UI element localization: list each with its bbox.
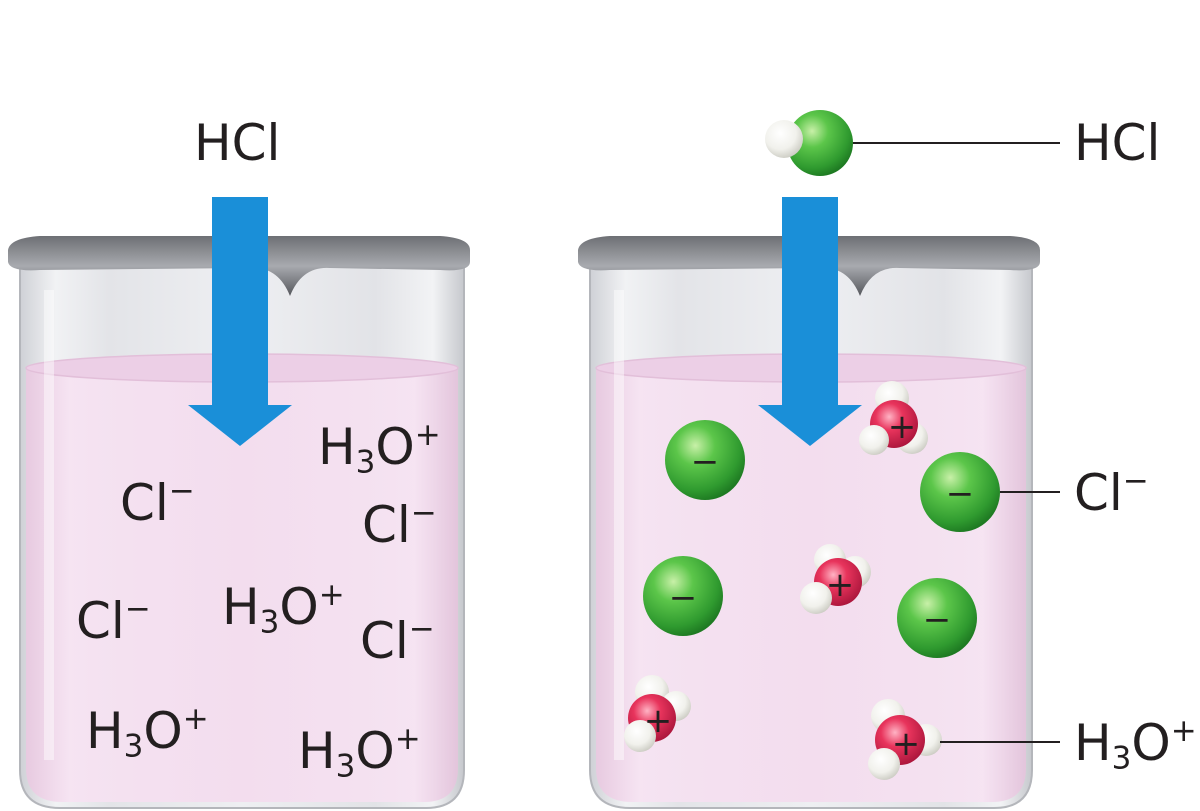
down-arrow-head — [758, 405, 862, 446]
positive-charge-sign: + — [892, 724, 921, 764]
ion-label-chloride: Cl− — [120, 472, 195, 532]
positive-charge-sign: + — [888, 407, 917, 447]
legend-hcl-label: HCl — [1074, 114, 1161, 172]
arrow-shaft — [212, 197, 268, 407]
chloride-ion: − — [897, 578, 977, 658]
positive-charge-sign: + — [826, 565, 855, 605]
hydronium-ion: + — [859, 381, 928, 455]
ion-label-chloride: Cl− — [360, 610, 435, 670]
ion-label-chloride: Cl− — [362, 494, 437, 554]
ion-label-chloride: Cl− — [76, 590, 151, 650]
hcl-molecule — [765, 110, 853, 176]
chloride-ion: − — [665, 420, 745, 500]
hydronium-ion: + — [800, 544, 871, 614]
right-beaker: − − − − + + — [578, 110, 1060, 809]
legend-chloride-label: Cl− — [1074, 462, 1149, 522]
ion-label-hydronium: H3O+ — [318, 416, 441, 481]
glass-highlight — [614, 290, 624, 760]
negative-charge-sign: − — [923, 600, 952, 640]
ion-label-hydronium: H3O+ — [222, 576, 345, 641]
chloride-ion: − — [920, 452, 1000, 532]
ion-label-hydronium: H3O+ — [298, 720, 421, 785]
legend-hydronium-label: H3O+ — [1074, 712, 1197, 777]
ion-label-hydronium: H3O+ — [86, 700, 209, 765]
arrow-shaft — [782, 197, 838, 407]
glass-highlight — [44, 290, 54, 760]
negative-charge-sign: − — [669, 578, 698, 618]
left-beaker — [8, 197, 470, 809]
negative-charge-sign: − — [691, 442, 720, 482]
negative-charge-sign: − — [946, 474, 975, 514]
chloride-ion: − — [643, 556, 723, 636]
hydronium-ion: + — [624, 675, 691, 752]
left-hcl-label: HCl — [194, 114, 281, 172]
beaker-solution — [26, 360, 458, 802]
positive-charge-sign: + — [644, 701, 673, 741]
hydronium-ion: + — [868, 699, 942, 780]
down-arrow-head — [188, 405, 292, 446]
